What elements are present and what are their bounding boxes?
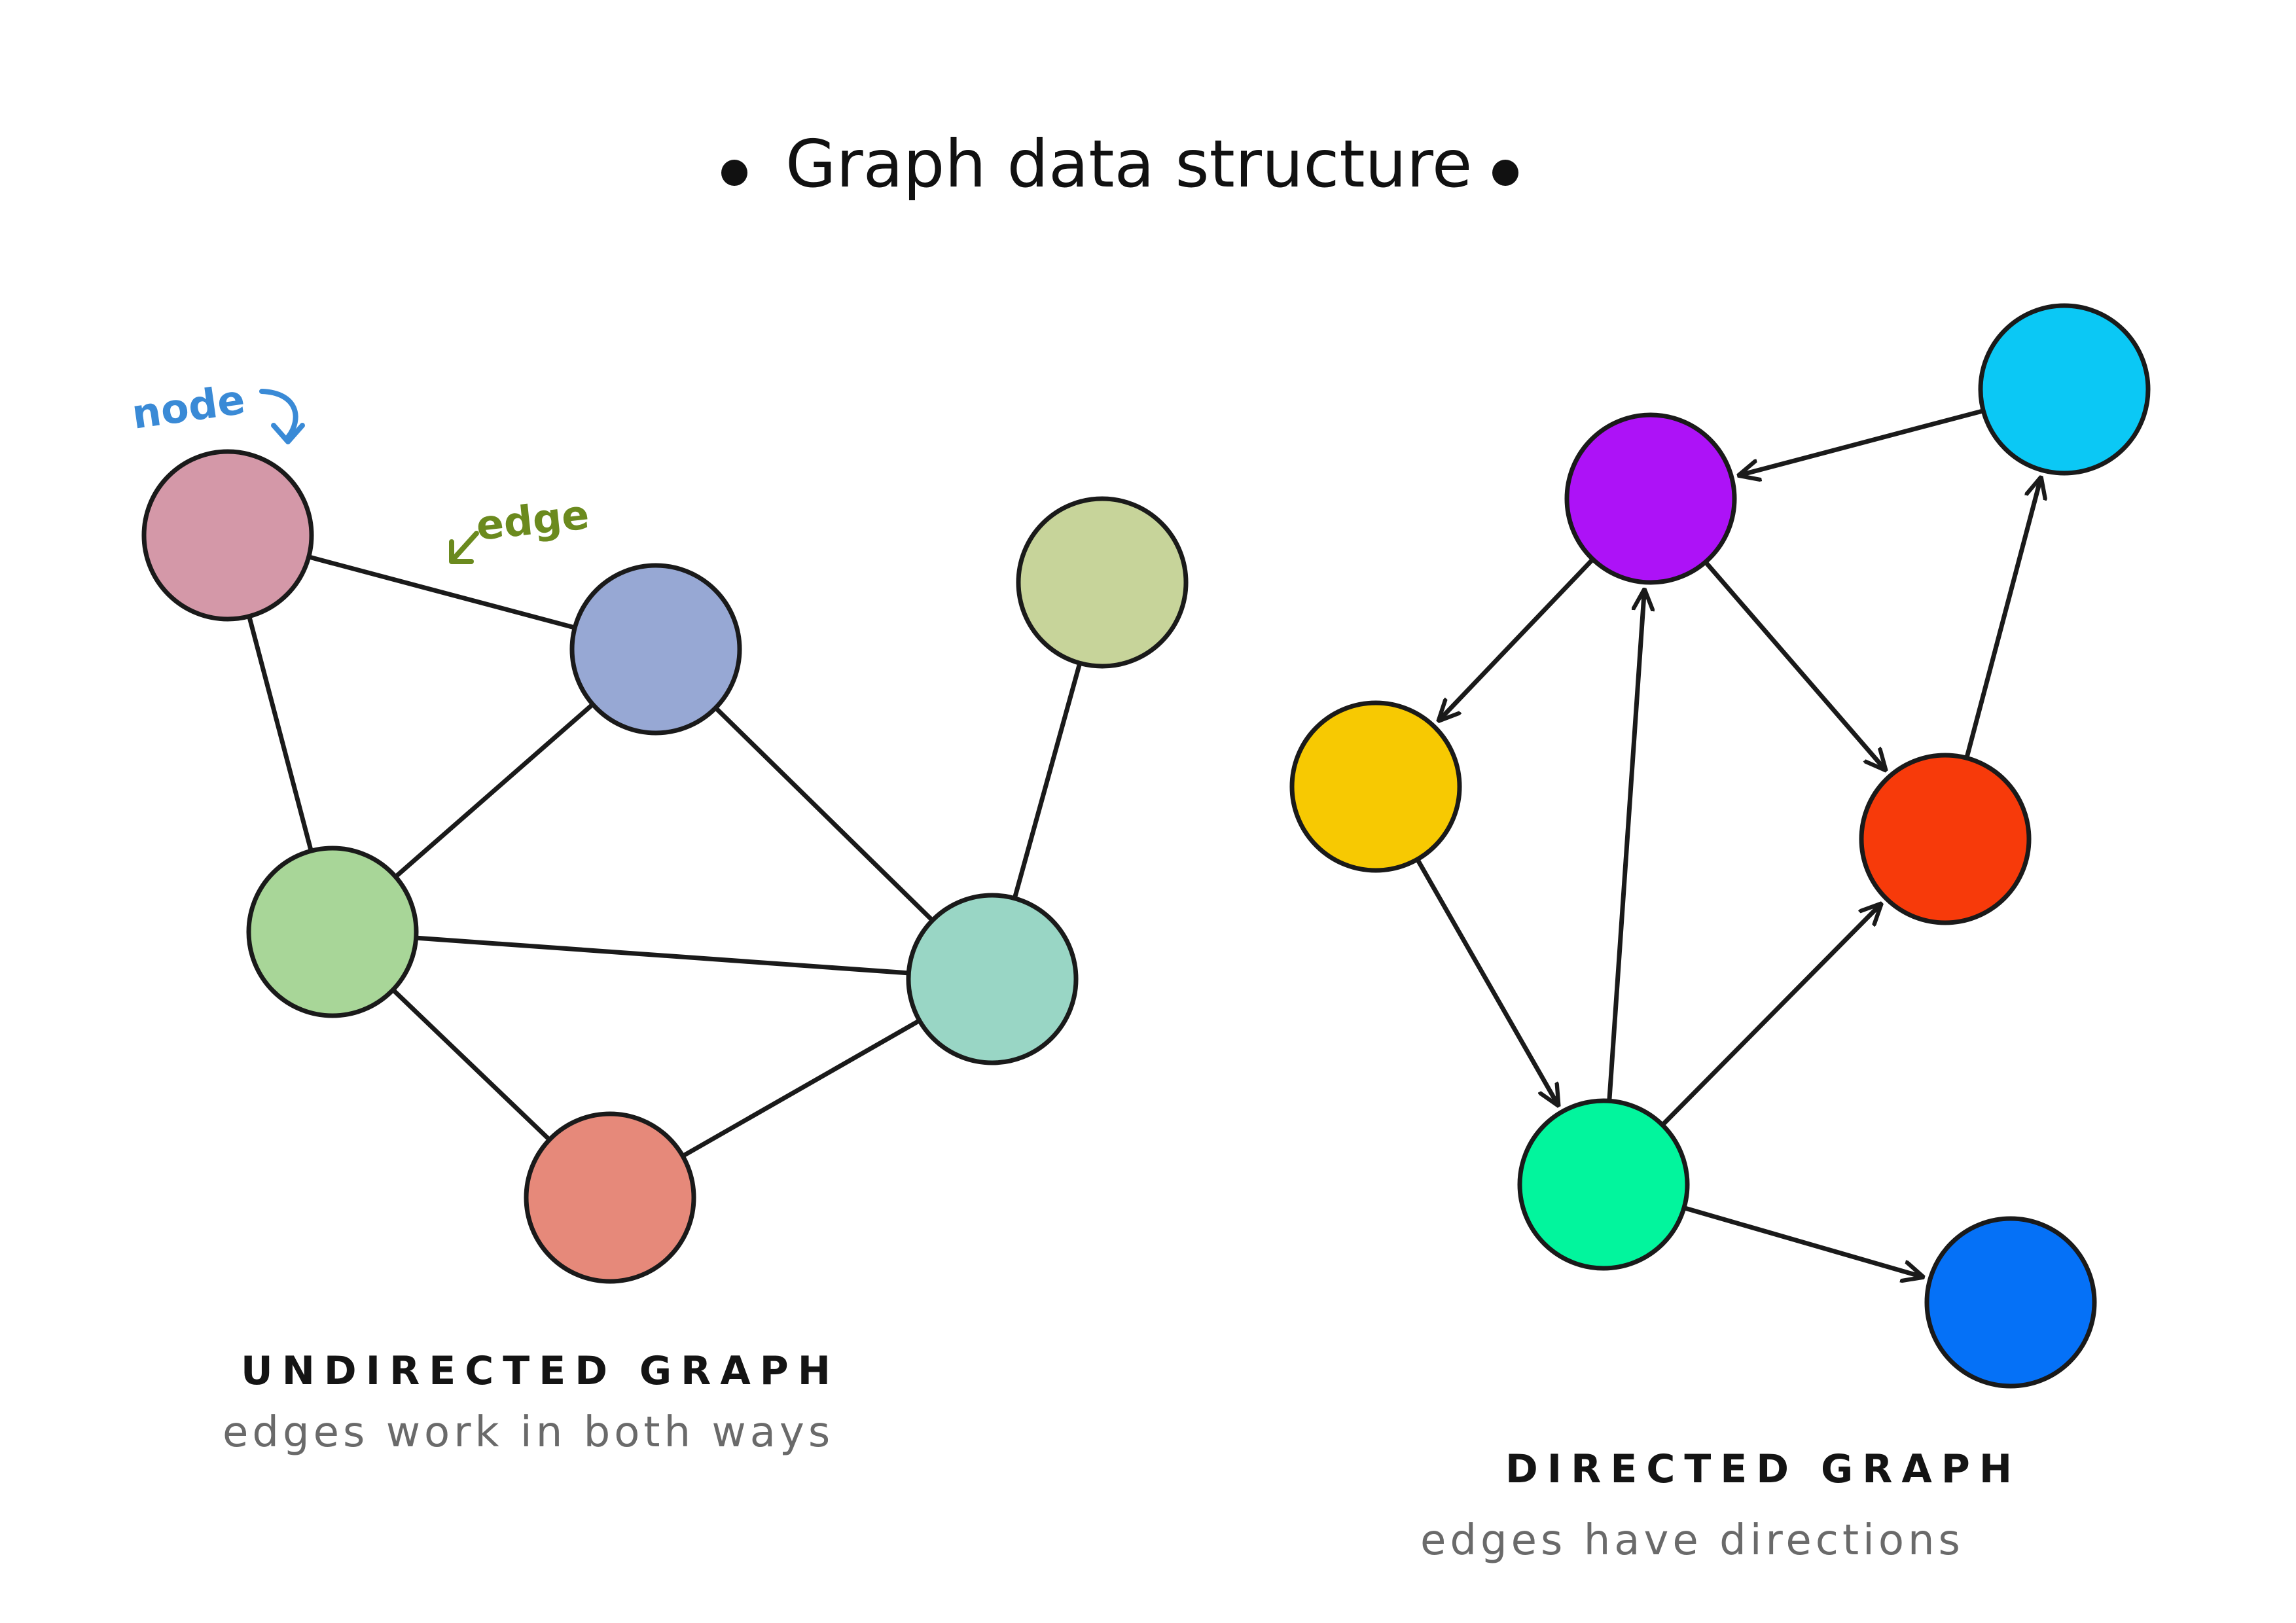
directed-graph-sublabel: edges have directions [1420,1516,1964,1565]
title-bullet-right [1492,160,1518,186]
undirected-edge-blue-teal [713,705,935,923]
edge-annotation-arrowhead-icon [449,539,474,564]
undirected-edge-green-salmon [391,988,552,1142]
directed-edge-yellow-mint [1415,857,1558,1105]
undirected-edge-teal-salmon [680,1018,922,1158]
edge-annotation-label: edge [474,490,592,550]
title-bullet-left [721,160,747,186]
undirected-node-teal [906,893,1079,1065]
undirected-edge-blue-green [393,702,596,880]
edge-annotation-arrow-icon [450,531,479,562]
page-title: Graph data structure [785,126,1472,202]
undirected-edge-pink-green [247,614,314,853]
directed-graph [1289,303,2151,1389]
directed-edge-mint-navy [1681,1205,1923,1277]
undirected-edge-olive-teal [1012,660,1083,901]
undirected-graph-sublabel: edges work in both ways [223,1408,834,1457]
directed-node-navy [1924,1216,2097,1389]
undirected-node-olive [1016,496,1189,669]
directed-node-red [1859,753,2032,925]
directed-edge-purple-red [1703,560,1886,770]
undirected-graph [141,449,1189,1284]
directed-node-yellow [1289,700,1462,873]
directed-edge-cyan-purple [1739,408,1986,476]
title-group: Graph data structure [721,126,1518,202]
undirected-node-salmon [524,1111,696,1284]
undirected-node-pink [141,449,314,622]
directed-node-mint [1517,1098,1690,1271]
undirected-nodes [141,449,1189,1284]
directed-node-cyan [1978,303,2151,476]
edge-annotation: edge [449,490,592,564]
node-annotation-label: node [129,375,248,438]
directed-edge-red-cyan [1964,478,2041,760]
directed-caption: DIRECTED GRAPH edges have directions [1420,1446,2021,1565]
node-annotation-arrow-icon [259,389,298,440]
directed-node-purple [1564,412,1737,585]
directed-edge-mint-red [1660,904,1881,1128]
undirected-graph-label: UNDIRECTED GRAPH [241,1348,840,1394]
directed-edge-purple-yellow [1439,557,1596,721]
undirected-edges [247,554,1083,1158]
directed-edge-mint-purple [1607,590,1645,1103]
node-annotation: node [129,375,305,444]
undirected-edge-green-teal [414,935,911,976]
undirected-node-blue [569,563,742,736]
directed-nodes [1289,303,2151,1389]
node-annotation-arrowhead-icon [271,423,305,444]
undirected-caption: UNDIRECTED GRAPH edges work in both ways [223,1348,840,1457]
undirected-edge-pink-blue [306,554,577,630]
directed-edges [1415,408,2041,1277]
undirected-node-green [246,846,419,1018]
directed-graph-label: DIRECTED GRAPH [1505,1446,2021,1492]
